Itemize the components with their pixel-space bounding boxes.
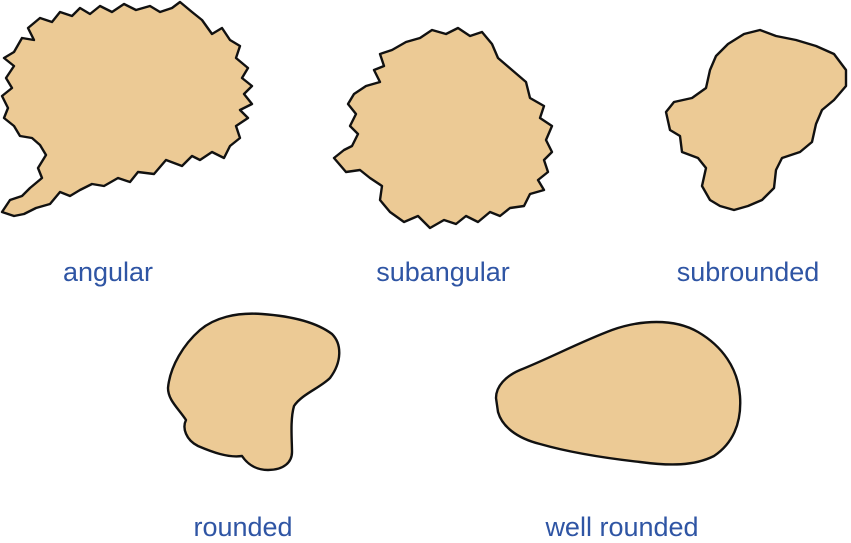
well-rounded-grain-shape <box>496 322 740 464</box>
subangular-label: subangular <box>376 257 510 287</box>
well-rounded-label: well rounded <box>544 512 698 542</box>
angular-grain-shape <box>2 2 252 216</box>
subrounded-label: subrounded <box>677 257 820 287</box>
rounded-grain-shape <box>168 314 339 470</box>
subrounded-grain-shape <box>666 30 846 210</box>
rounded-label: rounded <box>193 512 292 542</box>
subangular-grain-shape <box>334 28 552 228</box>
angular-label: angular <box>63 257 153 287</box>
